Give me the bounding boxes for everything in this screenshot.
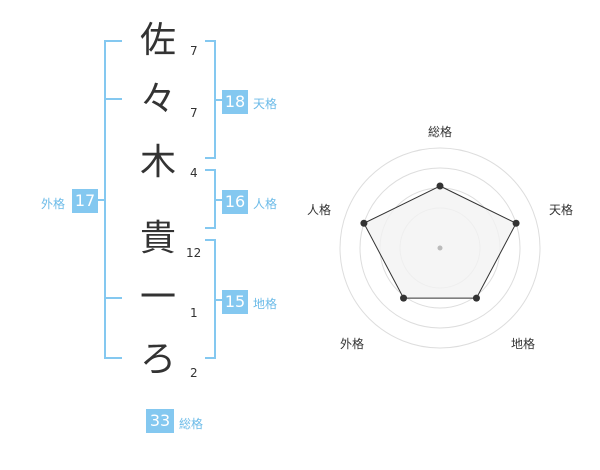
- radar-label-tenkaku: 天格: [549, 203, 574, 217]
- jinkaku-label: 人格: [253, 197, 278, 211]
- radar-point: [400, 294, 408, 302]
- radar-point: [472, 294, 480, 302]
- radar-ring: [359, 167, 521, 329]
- radar-label-soukaku: 総格: [428, 125, 453, 139]
- chikaku-label: 地格: [253, 297, 278, 311]
- name-char-5: 一: [140, 277, 177, 318]
- radar-label-jinkaku: 人格: [307, 203, 332, 217]
- chikaku-value: 15: [222, 290, 248, 314]
- radar-point: [512, 219, 520, 227]
- name-char-4: 貴: [140, 218, 177, 259]
- stroke-count-2: 7: [190, 106, 198, 120]
- stroke-count-5: 1: [190, 306, 198, 320]
- jinkaku-value: 16: [222, 190, 248, 214]
- soukaku-value: 33: [146, 409, 174, 433]
- name-char-6: ろ: [140, 339, 177, 380]
- name-char-2: 々: [140, 79, 177, 120]
- stroke-count-4: 12: [186, 246, 202, 260]
- radar-point: [436, 182, 444, 190]
- radar-center: [437, 245, 443, 251]
- gaikaku-value: 17: [72, 189, 98, 213]
- radar-label-gaikaku: 外格: [340, 337, 365, 351]
- stroke-count-6: 2: [190, 366, 198, 380]
- gaikaku-label: 外格: [41, 197, 66, 211]
- radar-point: [360, 219, 368, 227]
- stroke-count-1: 7: [190, 44, 198, 58]
- soukaku-label: 総格: [179, 417, 204, 431]
- stroke-count-3: 4: [190, 166, 198, 180]
- name-char-1: 佐: [140, 20, 177, 61]
- radar-ring: [339, 147, 541, 349]
- tenkaku-label: 天格: [253, 97, 278, 111]
- radar-label-chikaku: 地格: [511, 337, 536, 351]
- name-char-3: 木: [140, 142, 177, 183]
- radar-polygon: [363, 185, 517, 299]
- tenkaku-value: 18: [222, 90, 248, 114]
